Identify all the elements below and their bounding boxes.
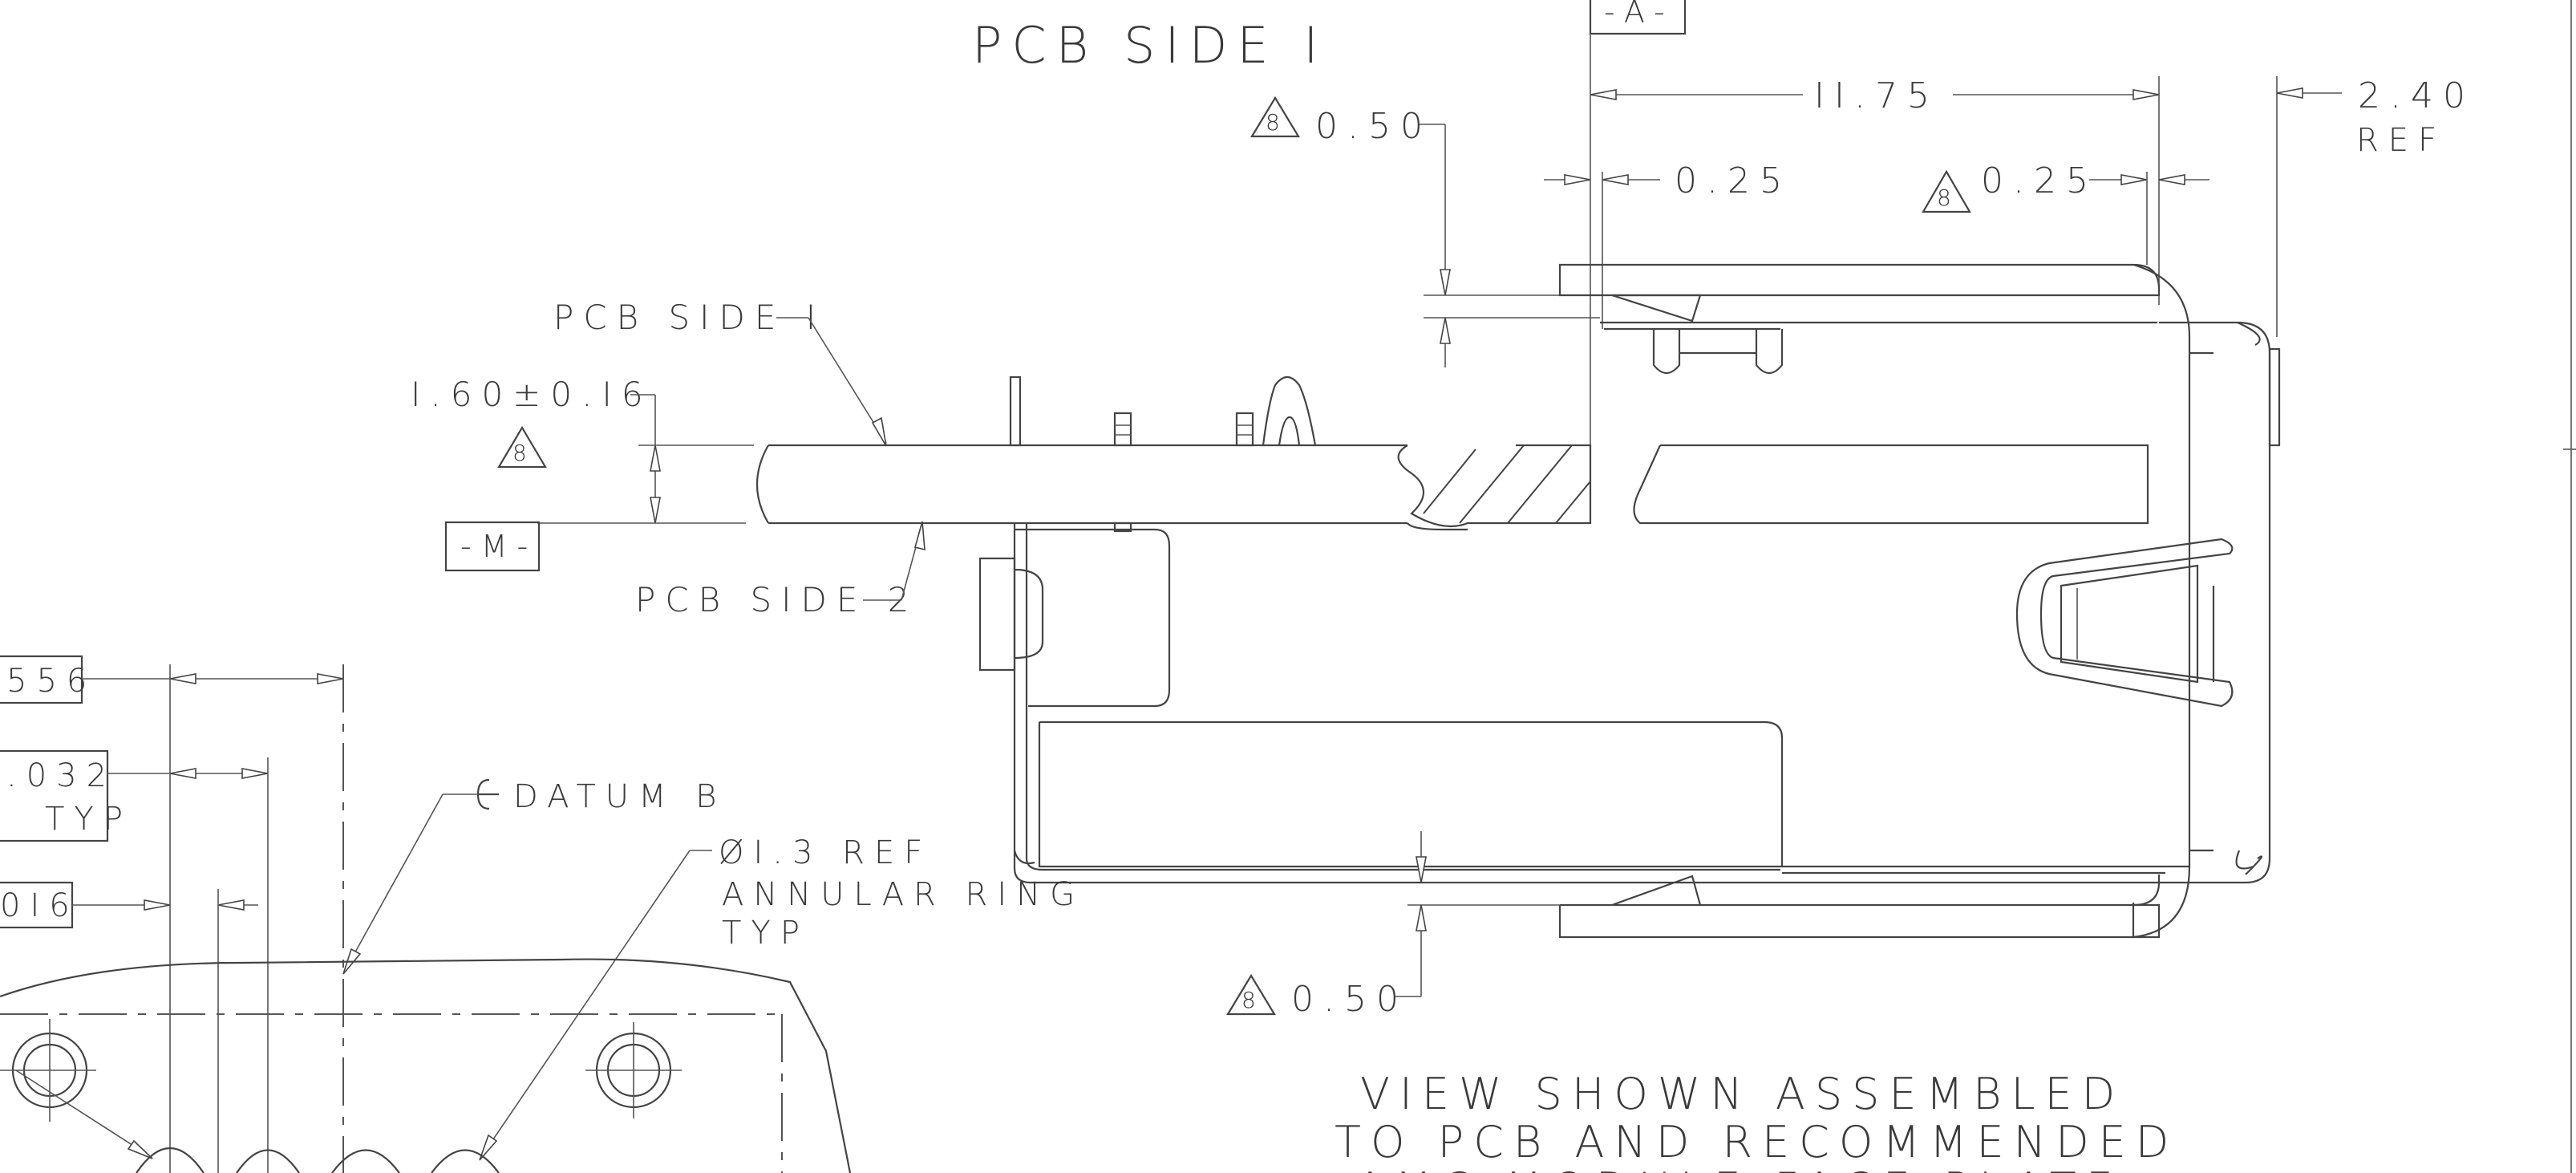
pcb-thickness-value: I.60±0.I6 <box>411 375 653 414</box>
left-dimensions: 556 .032 TYP 0I6 <box>0 655 344 1173</box>
annular-ring-line-3: TYP <box>722 915 809 952</box>
pcb-thickness-dimension: I.60±0.I6 8 <box>411 375 754 524</box>
overall-width-value: II.75 <box>1814 75 1939 116</box>
right-gap-value: 0.25 <box>1981 160 2098 201</box>
datum-m-label: -M- <box>460 529 537 564</box>
bottom-offset-dimension: 8 0.50 <box>1226 831 1560 1020</box>
datum-a-box: -A- <box>1589 0 1687 35</box>
pcb-side-1-leader: PCB SIDE I <box>553 298 887 447</box>
annular-ring-note: ØI.3 REF ANNULAR RING TYP <box>479 834 1084 1161</box>
note-line-1: VIEW SHOWN ASSEMBLED <box>1360 1069 2124 1119</box>
right-gap-dimension: 8 0.25 <box>1922 160 2209 265</box>
datum-b-label: DATUM B <box>513 778 726 815</box>
pcb-side-1-label: PCB SIDE I <box>553 298 825 337</box>
pcb-board <box>756 444 2149 531</box>
assembly-note: VIEW SHOWN ASSEMBLED TO PCB AND RECOMMEN… <box>1335 1069 2178 1173</box>
pcb-components <box>1009 375 1317 533</box>
connector-cage <box>978 263 2281 939</box>
ref-dimension: 2.40 REF <box>2276 75 2475 337</box>
overall-width-dimension: II.75 <box>1590 34 2160 449</box>
left-gap-dimension: 0.25 <box>1544 160 1792 329</box>
ref-dimension-value: 2.40 <box>2358 75 2475 116</box>
bottom-offset-value: 0.50 <box>1291 979 1408 1020</box>
top-offset-value: 0.50 <box>1315 106 1432 147</box>
annular-ring-line-2: ANNULAR RING <box>722 876 1084 913</box>
thickness-flag-number: 8 <box>512 440 537 466</box>
pcb-side-2-leader: PCB SIDE 2 <box>635 521 925 619</box>
left-dim-3-value: 0I6 <box>0 887 79 924</box>
left-gap-value: 0.25 <box>1675 160 1792 201</box>
note-line-2: TO PCB AND RECOMMENDED <box>1335 1117 2178 1167</box>
datum-a-label: -A- <box>1604 0 1675 30</box>
pcb-hatch <box>1423 444 1591 524</box>
top-flag-number: 8 <box>1266 109 1290 136</box>
datum-m-box: -M- <box>444 521 541 572</box>
footprint-outline <box>0 958 852 1173</box>
note-line-3: AMC MODULE FACE PLATE <box>1355 1163 2123 1173</box>
left-dim-2-value: .032 <box>6 757 116 794</box>
right-flag-number: 8 <box>1937 185 1961 211</box>
left-dim-2-typ: TYP <box>45 801 132 838</box>
left-dim-1-value: 556 <box>6 663 96 700</box>
ref-dimension-label: REF <box>2356 122 2446 159</box>
annular-ring-line-1: ØI.3 REF <box>719 834 932 871</box>
bottom-flag-number: 8 <box>1241 987 1266 1013</box>
top-offset-dimension: 8 0.50 <box>1250 95 1600 367</box>
datum-b-leader: DATUM B <box>342 778 726 975</box>
view-title: PCB SIDE I <box>972 16 1328 75</box>
